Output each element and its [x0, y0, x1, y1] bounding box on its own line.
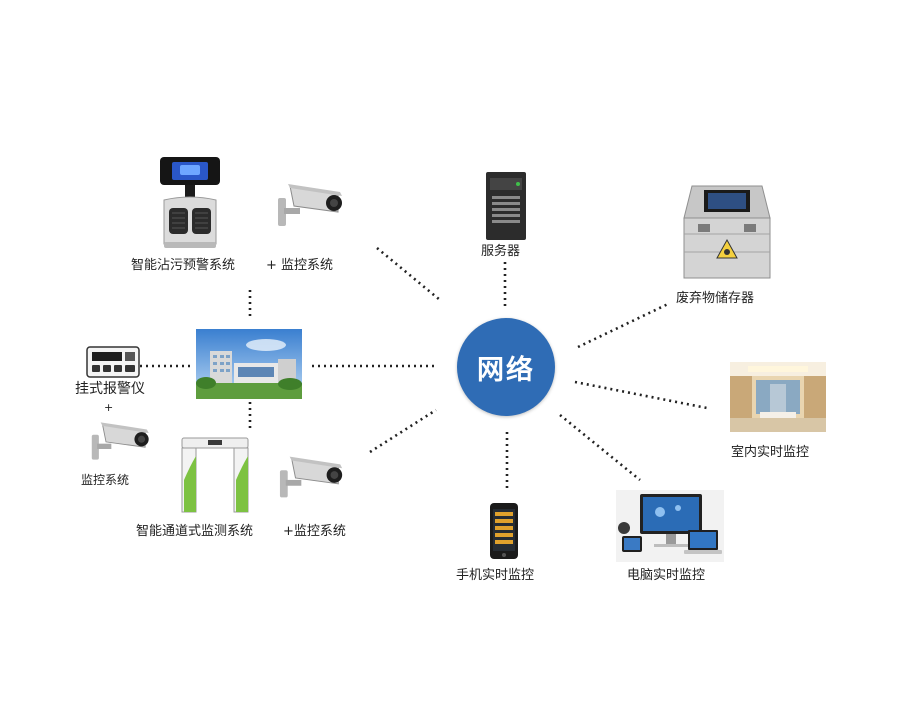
smartphone-icon — [490, 503, 518, 559]
label-waste-storage: 废弃物储存器 — [676, 291, 755, 306]
label-contamination-alarm: 智能沾污预警系统 — [131, 258, 236, 273]
link-waste — [577, 302, 669, 349]
computer-set-icon — [616, 490, 724, 562]
label-monitor-gate: +监控系统 — [283, 524, 346, 539]
cctv-camera-icon — [91, 422, 149, 460]
building-photo — [196, 329, 302, 399]
cctv-camera-icon — [279, 456, 343, 498]
label-plus-left: + — [104, 401, 114, 414]
indoor-hall-photo — [730, 362, 826, 432]
link-indoor — [574, 380, 708, 410]
label-indoor-monitor: 室内实时监控 — [731, 445, 810, 460]
waste-container-icon — [683, 185, 771, 279]
wall-alarm-icon — [86, 346, 140, 378]
label-pc-monitor: 电脑实时监控 — [627, 568, 706, 583]
label-monitor-left: 监控系统 — [81, 473, 130, 487]
label-plus-top: + — [266, 258, 277, 273]
label-gate-system: 智能通道式监测系统 — [136, 524, 254, 539]
label-server: 服务器 — [481, 244, 521, 259]
label-wall-alarm: 挂式报警仪 — [75, 381, 145, 397]
link-gate — [369, 408, 437, 454]
label-phone-monitor: 手机实时监控 — [456, 568, 535, 583]
network-hub: 网络 — [457, 318, 555, 416]
link-pc — [559, 413, 641, 482]
hub-label: 网络 — [477, 354, 535, 386]
gate-detector-icon — [181, 437, 249, 513]
server-tower-icon — [486, 172, 526, 240]
cctv-camera-icon — [278, 184, 342, 226]
link-alarm-kiosk — [376, 246, 441, 302]
label-monitor-top: 监控系统 — [281, 258, 334, 273]
alarm-kiosk-icon — [160, 157, 220, 248]
